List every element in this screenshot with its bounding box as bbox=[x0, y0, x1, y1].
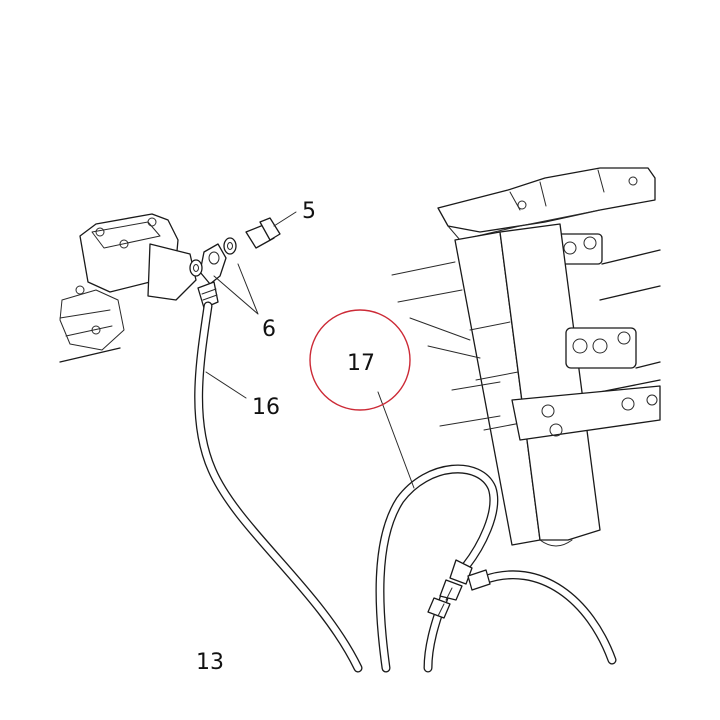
callout-6: 6 bbox=[262, 317, 276, 342]
callout-16: 16 bbox=[252, 395, 280, 420]
brake-hose-17 bbox=[375, 464, 617, 673]
brake-hose-16 bbox=[194, 301, 363, 673]
leader-lines bbox=[205, 211, 415, 489]
callout-17: 17 bbox=[347, 351, 375, 376]
frame-assembly bbox=[391, 167, 661, 547]
callout-5: 5 bbox=[302, 199, 316, 224]
callout-13: 13 bbox=[196, 650, 224, 675]
banjo-fitting-group bbox=[189, 217, 281, 309]
highlight-circle bbox=[309, 309, 411, 411]
master-cylinder bbox=[59, 213, 197, 363]
